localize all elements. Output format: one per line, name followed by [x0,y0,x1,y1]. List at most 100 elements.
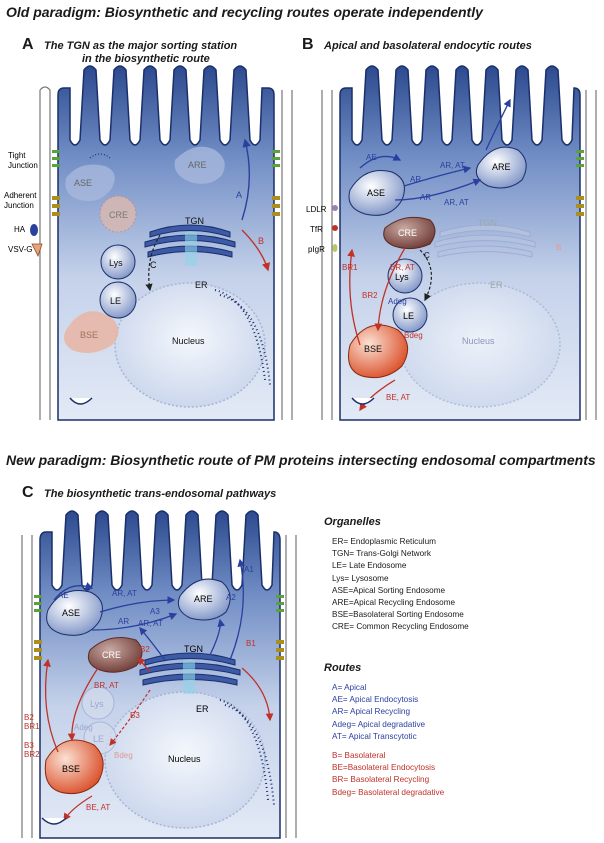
panel-c-a1-label: A1 [244,565,254,574]
legend-organelle-item: ER= Endoplasmic Reticulum [332,537,436,546]
legend-organelle-item: TGN= Trans-Golgi Network [332,549,431,559]
panel-b-ar-at2-label: AR, AT [444,198,469,207]
panel-c-er-label: ER [196,704,209,714]
panel-c-a3-label: A3 [150,607,160,616]
panel-b-ar2-label: AR [420,193,431,202]
panel-a-letter: A [22,36,34,53]
panel-a-route-b-label: B [258,236,264,246]
panel-a-lys-label: Lys [109,258,123,268]
panel-c-be-at-label: BE, AT [86,803,110,812]
panel-a-diagram: ASE CRE ARE BSE TGN Lys LE ER Nucleus A … [39,65,293,421]
panel-b-ar1-label: AR [410,175,421,184]
panel-a-lys [100,244,136,280]
panel-c-ar-at1-label: AR, AT [112,589,137,598]
panel-c-are-label: ARE [194,594,213,604]
panel-a-er-label: ER [195,280,208,290]
panel-c-tgn-label: TGN [184,644,203,654]
panel-c-lys-label: Lys [90,699,104,709]
panel-b-le-label: LE [403,311,414,321]
legend-organelle-item: LE= Late Endosome [332,561,407,571]
panel-a-golgi [144,224,236,258]
panel-b-ase-label: ASE [367,188,385,198]
panel-c-bse-label: BSE [62,764,80,774]
panel-c-bdeg-label: Bdeg [114,751,133,760]
panel-b-br2-label: BR2 [362,291,378,300]
panel-a-caption-line1: The TGN as the major sorting station [44,40,238,52]
panel-b-br1-label: BR1 [342,263,358,272]
panel-b-nucleus [399,282,561,408]
legend-organelle-item: ASE=Apical Sorting Endosome [332,585,446,595]
panel-c-b3-label: B3 [130,711,140,720]
legend-route-basolateral-item: Bdeg= Basolateral degradative [332,787,445,797]
panel-c-caption: The biosynthetic trans-endosomal pathway… [44,488,277,500]
legend-route-basolateral-item: B= Basolateral [332,751,386,760]
panel-b-be-at-label: BE, AT [386,393,410,402]
new-paradigm-heading: New paradigm: Biosynthetic route of PM p… [6,452,596,468]
ha-label: HA [14,225,26,234]
panel-a-le-label: LE [110,296,121,306]
panel-b-ae-label: AE [366,153,377,162]
panel-a-cre [99,195,137,233]
panel-b-br-at-label: BR, AT [390,263,415,272]
panel-b-a-label: A [530,201,536,210]
panel-c-ar-at2-label: AR, AT [138,619,163,628]
panel-b-ar-at1-label: AR, AT [440,161,465,170]
panel-a-route-b [241,229,271,272]
panel-b-are-label: ARE [492,162,511,172]
legend-organelle-item: BSE=Basolateral Sorting Endosome [332,610,464,620]
legend-organelles-list: ER= Endoplasmic Reticulum TGN= Trans-Gol… [332,536,469,634]
panel-b-tgn-label: TGN [478,218,497,228]
panel-a-caption-line2: in the biosynthetic route [82,53,210,65]
panel-c-cre-label: CRE [102,650,121,660]
legend-route-apical-item: AR= Apical Recycling [332,707,411,717]
panel-c-are [177,578,231,621]
panel-a-nucleus-label: Nucleus [172,336,205,346]
panel-c-adeg-label: Adeg [74,723,93,732]
panel-c-ar-label: AR [118,617,129,626]
legend-routes-apical-list: A= Apical AE= Apical Endocytosis AR= Api… [332,682,425,743]
legend-route-apical-item: AE= Apical Endocytosis [332,695,419,705]
legend-organelle-item: ARE=Apical Recycling Endosome [332,598,456,608]
panel-b-nucleus-label: Nucleus [462,336,495,346]
panel-c-b2-label: B2 [140,645,150,654]
panel-c-ase-label: ASE [62,608,80,618]
panel-c-nucleus-label: Nucleus [168,754,201,764]
panel-a-are [174,146,225,184]
panel-a-route-c [145,234,161,292]
panel-a-route-c-label: C [150,260,157,270]
legend-organelles-title: Organelles [324,516,381,528]
panel-b-caption: Apical and basolateral endocytic routes [324,40,532,52]
panel-a-bse [64,311,119,354]
panel-c-le-label: LE [93,734,104,744]
panel-b-adeg-label: Adeg [388,297,407,306]
panel-a-tgn-label: TGN [185,216,204,226]
panel-c-br-at-label: BR, AT [94,681,119,690]
panel-c-letter: C [22,484,34,501]
panel-b-letter: B [302,36,314,53]
panel-c-ae-label: AE [58,591,69,600]
ldlr-icon [332,205,338,211]
old-paradigm-heading: Old paradigm: Biosynthetic and recycling… [6,4,483,20]
panel-c-lys [81,686,115,720]
vsvg-label: VSV-G [8,245,32,254]
legend-routes-title: Routes [324,662,362,674]
panel-b-le [392,297,428,333]
ha-icon [30,224,38,236]
legend-route-apical-item: A= Apical [332,683,367,692]
panel-a-ase-label: ASE [74,178,92,188]
panel-a-bse-label: BSE [80,330,98,340]
panel-a-le [99,281,137,319]
ldlr-label: LDLR [306,205,327,214]
tfr-icon [332,225,338,231]
legend-route-apical-item: AT= Apical Transcytotic [332,731,417,741]
panel-b-bse-label: BSE [364,344,382,354]
tight-junction-label-line2: Junction [8,161,38,170]
panel-a-route-a-label: A [236,190,242,200]
pigr-icon [332,244,338,252]
panel-b-b-label: B [556,243,561,252]
vsvg-icon [31,243,43,258]
legend-routes-basolateral-list: B= Basolateral BE=Basolateral Endocytosi… [332,750,444,799]
